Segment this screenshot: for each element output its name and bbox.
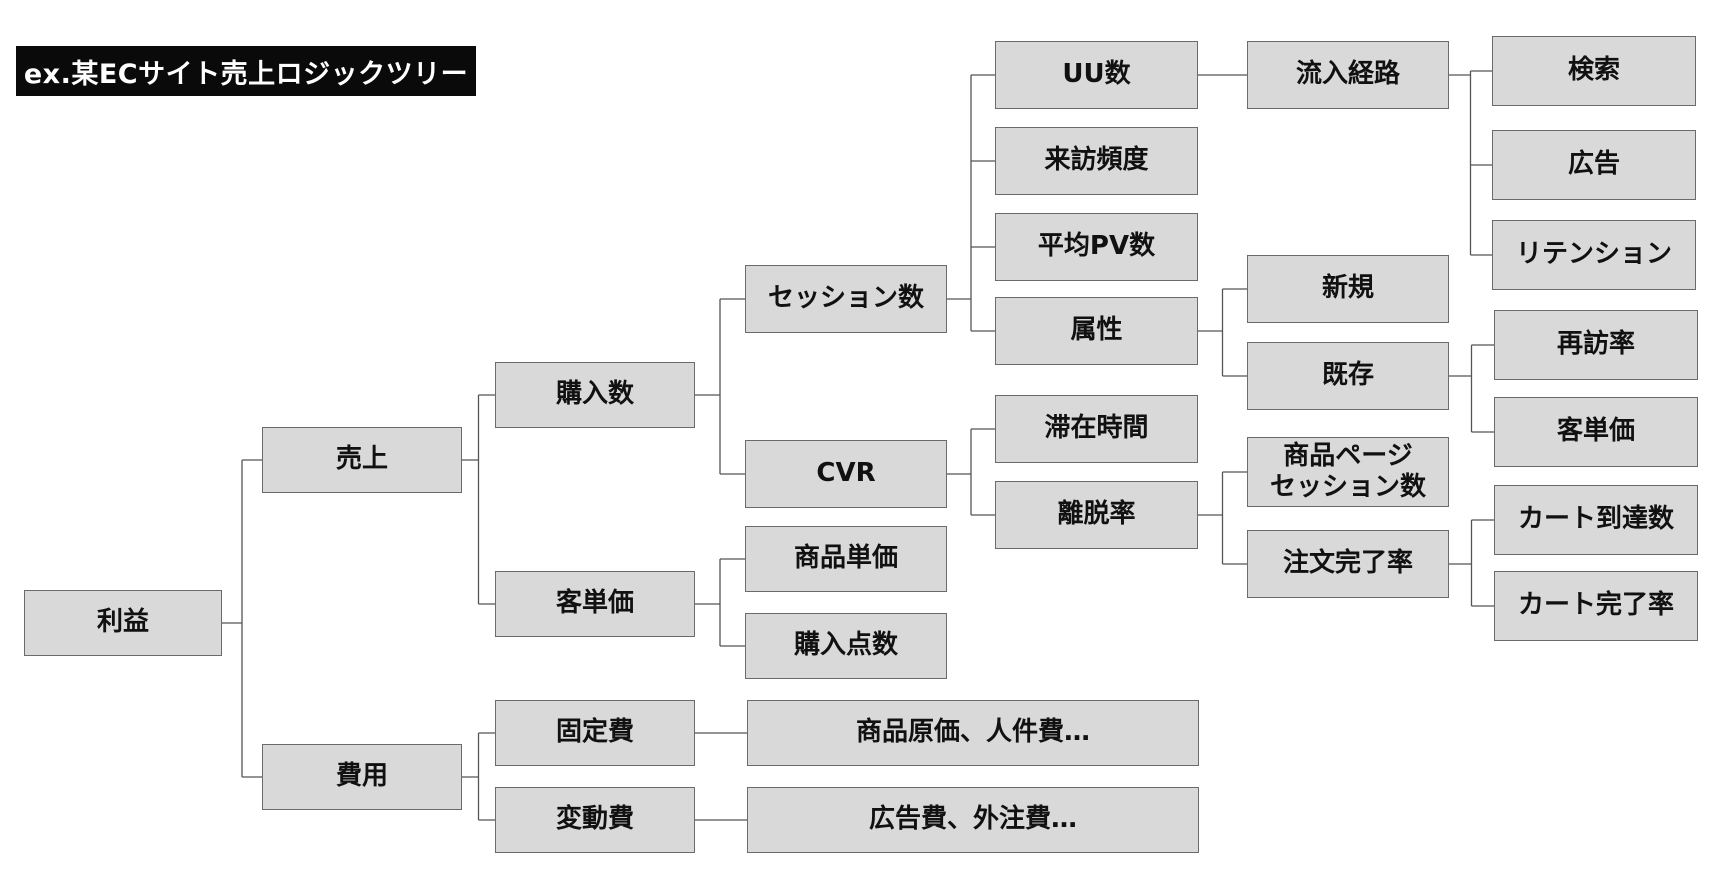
node-visit-frequency: 来訪頻度 (995, 127, 1198, 195)
node-retention: リテンション (1492, 220, 1696, 290)
node-product-page-sessions: 商品ページ セッション数 (1247, 437, 1449, 507)
node-new-users: 新規 (1247, 255, 1449, 323)
node-traffic-source: 流入経路 (1247, 41, 1449, 109)
node-variable-costs-detail: 広告費、外注費… (747, 787, 1199, 853)
node-unit-price: 商品単価 (745, 526, 947, 592)
node-cvr: CVR (745, 440, 947, 508)
node-bounce-rate: 離脱率 (995, 481, 1198, 549)
node-attribute: 属性 (995, 297, 1198, 365)
node-avg-order-value: 客単価 (495, 571, 695, 637)
node-session-count: セッション数 (745, 265, 947, 333)
node-purchase-count: 購入数 (495, 362, 695, 428)
node-avg-order-value-2: 客単価 (1494, 397, 1698, 467)
node-time-on-site: 滞在時間 (995, 395, 1198, 463)
node-costs: 費用 (262, 744, 462, 810)
node-uu-count: UU数 (995, 41, 1198, 109)
node-ads: 広告 (1492, 130, 1696, 200)
node-search: 検索 (1492, 36, 1696, 106)
node-order-completion-rate: 注文完了率 (1247, 530, 1449, 598)
node-sales: 売上 (262, 427, 462, 493)
node-cart-reach-count: カート到達数 (1494, 485, 1698, 555)
node-fixed-costs: 固定費 (495, 700, 695, 766)
node-cart-completion-rate: カート完了率 (1494, 571, 1698, 641)
node-fixed-costs-detail: 商品原価、人件費… (747, 700, 1199, 766)
node-variable-costs: 変動費 (495, 787, 695, 853)
node-avg-pv: 平均PV数 (995, 213, 1198, 281)
node-revisit-rate: 再訪率 (1494, 310, 1698, 380)
node-existing-users: 既存 (1247, 342, 1449, 410)
node-items-per-purchase: 購入点数 (745, 613, 947, 679)
diagram-title: ex.某ECサイト売上ロジックツリー (16, 46, 476, 96)
node-profit: 利益 (24, 590, 222, 656)
